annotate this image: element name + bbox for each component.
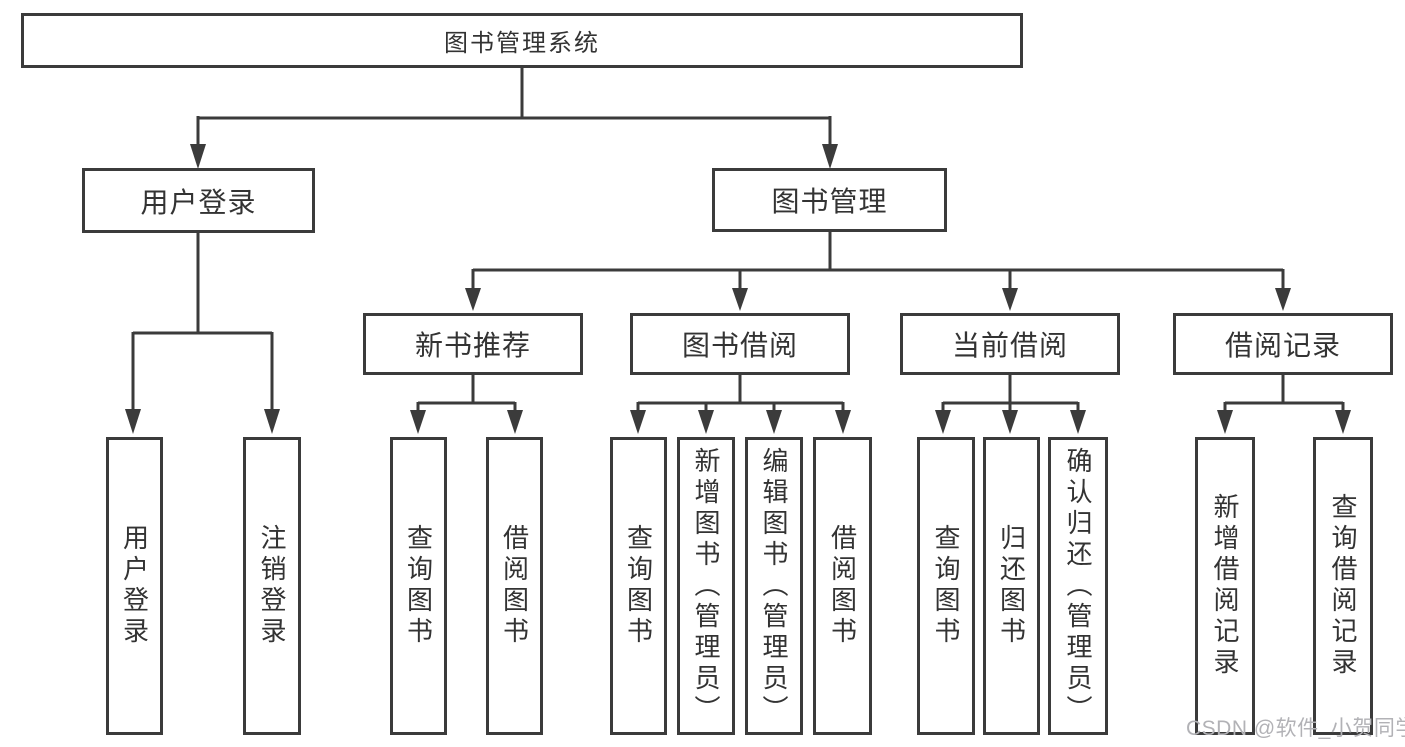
leaf-logout: 注销登录 bbox=[243, 437, 301, 735]
leaf-query-borrow-record: 查询借阅记录 bbox=[1313, 437, 1373, 735]
node-book-management: 图书管理 bbox=[712, 168, 947, 232]
node-current-borrow: 当前借阅 bbox=[900, 313, 1120, 375]
leaf-user-login: 用户登录 bbox=[106, 437, 163, 735]
node-user-login: 用户登录 bbox=[82, 168, 315, 233]
node-book-borrow: 图书借阅 bbox=[630, 313, 850, 375]
node-library-management-system: 图书管理系统 bbox=[21, 13, 1023, 68]
node-new-book-recommend: 新书推荐 bbox=[363, 313, 583, 375]
leaf-query-books-recommend: 查询图书 bbox=[390, 437, 447, 735]
csdn-watermark: CSDN @软件_小贺同学 bbox=[1186, 717, 1405, 740]
leaf-borrow-books: 借阅图书 bbox=[813, 437, 872, 735]
leaf-confirm-return-admin: 确认归还（管理员） bbox=[1048, 437, 1108, 735]
node-borrow-records: 借阅记录 bbox=[1173, 313, 1393, 375]
leaf-query-books-borrow: 查询图书 bbox=[610, 437, 667, 735]
leaf-return-books: 归还图书 bbox=[983, 437, 1040, 735]
leaf-add-borrow-record: 新增借阅记录 bbox=[1195, 437, 1255, 735]
leaf-query-books-current: 查询图书 bbox=[917, 437, 975, 735]
leaf-edit-books-admin: 编辑图书（管理员） bbox=[745, 437, 803, 735]
leaf-borrow-books-recommend: 借阅图书 bbox=[486, 437, 543, 735]
leaf-add-books-admin: 新增图书（管理员） bbox=[677, 437, 735, 735]
